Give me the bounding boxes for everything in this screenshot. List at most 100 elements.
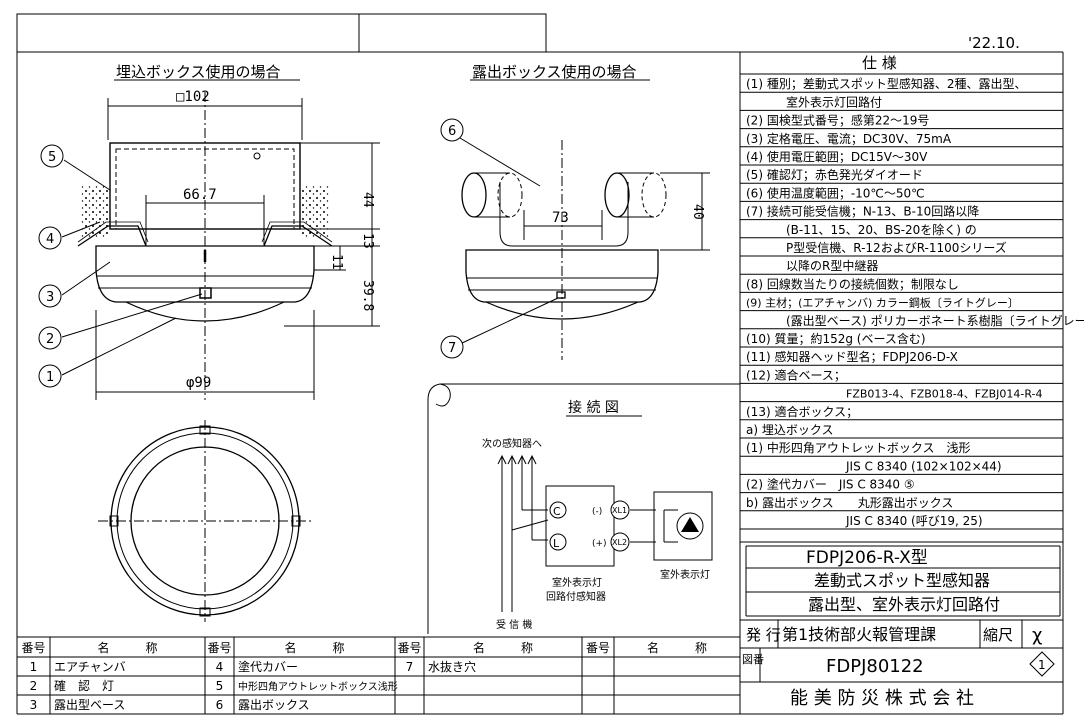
svg-text:2: 2	[46, 332, 54, 347]
surface-box-drawing	[459, 137, 710, 360]
spec-line: (4) 使用電圧範囲；DC15V～30V	[746, 149, 928, 164]
spec-line: (1) 種別；差動式スポット型感知器、2種、露出型、	[746, 76, 1026, 91]
parts-cell: 2	[30, 679, 38, 693]
spec-table-grid	[740, 73, 1063, 530]
parts-header: 名 称	[97, 640, 157, 655]
spec-line: (3) 定格電圧、電流；DC30V、75mA	[746, 131, 952, 146]
svg-text:4: 4	[46, 232, 54, 247]
spec-line: (8) 回線数当たりの接続個数；制限なし	[746, 276, 959, 291]
parts-cell: 中形四角アウトレットボックス浅形	[238, 680, 398, 693]
spec-line: (6) 使用温度範囲；-10℃～50℃	[746, 185, 925, 200]
spec-line: (露出型ベース) ポリカーボネート系樹脂〔ライトグレー〕	[786, 313, 1084, 328]
wiring-diagram-frame	[427, 383, 740, 634]
svg-text:XL2: XL2	[612, 538, 627, 547]
dim-66-7: 66.7	[183, 187, 217, 203]
dim-phi-99: φ99	[186, 375, 211, 391]
parts-cell: 7	[406, 660, 414, 674]
product-name: 差動式スポット型感知器	[814, 571, 990, 590]
callout-1: 1	[38, 364, 62, 388]
terminal-l: L	[549, 533, 567, 551]
spec-line: 室外表示灯回路付	[786, 94, 882, 109]
lamp-label: 室外表示灯	[660, 568, 710, 581]
parts-cell: 水抜き穴	[428, 659, 476, 674]
detector-label-1: 室外表示灯	[552, 576, 602, 589]
dim-13: 13	[360, 233, 375, 249]
terminal-plus: (+)	[592, 539, 607, 549]
spec-line: (5) 確認灯；赤色発光ダイオード	[746, 167, 923, 182]
parts-cell: 3	[30, 698, 38, 712]
wiring-lines	[497, 454, 713, 612]
spec-line: (7) 接続可能受信機；N-13、B-10回路以降	[746, 204, 979, 219]
parts-header: 番号	[586, 641, 610, 655]
parts-cell: 1	[30, 660, 38, 674]
svg-text:3: 3	[46, 290, 54, 305]
callouts-left: 5 4 3 2 1	[38, 144, 64, 388]
terminal-xl1: XL1	[610, 500, 630, 520]
parts-header: 番号	[21, 641, 45, 655]
drawing-number: FDPJ80122	[826, 656, 924, 677]
next-detector-label: 次の感知器へ	[482, 437, 542, 450]
spec-line: b) 露出ボックス 丸形露出ボックス	[746, 496, 953, 510]
wall-hatching-left	[80, 186, 108, 238]
svg-text:1: 1	[1038, 658, 1046, 672]
dim-40: 40	[690, 204, 705, 220]
svg-text:7: 7	[448, 341, 456, 356]
scale-label: 縮尺	[983, 626, 1013, 644]
scale-value: χ	[1032, 625, 1042, 646]
dim-11: 11	[329, 254, 344, 270]
receiver-label: 受 信 機	[496, 618, 532, 631]
title-block-grid	[740, 541, 1063, 683]
spec-line: (1) 中形四角アウトレットボックス 浅形	[746, 440, 970, 455]
callout-2: 2	[38, 326, 62, 350]
spec-line: (13) 適合ボックス；	[746, 404, 858, 419]
issuing-dept: 第1技術部火報管理課	[782, 625, 936, 644]
wall-hatching-right	[302, 186, 330, 238]
svg-text:1: 1	[46, 370, 54, 385]
revision-mark: 1	[1029, 651, 1055, 677]
parts-cell: 6	[216, 698, 224, 712]
svg-text:XL1: XL1	[612, 506, 627, 515]
company-name: 能 美 防 災 株 式 会 社	[790, 688, 974, 709]
spec-lines: (1) 種別；差動式スポット型感知器、2種、露出型、室外表示灯回路付(2) 国検…	[746, 76, 1084, 528]
header-strip	[16, 13, 1063, 53]
spec-line: 以降のR型中継器	[786, 258, 878, 273]
parts-cell: 4	[216, 660, 224, 674]
terminal-xl2: XL2	[610, 532, 630, 552]
surface-view-title: 露出ボックス使用の場合	[472, 63, 637, 81]
drawing-date: '22.10.	[968, 34, 1020, 52]
lamp-icon	[676, 512, 704, 540]
terminal-minus: (-)	[592, 507, 602, 517]
callout-4: 4	[38, 226, 62, 250]
parts-cell: 露出ボックス	[238, 698, 310, 712]
parts-header: 番号	[207, 641, 231, 655]
drawing-no-label: 図番	[742, 653, 764, 666]
spec-line: (9) 主材；(エアチャンバ) カラー鋼板〔ライトグレー〕	[746, 296, 1019, 310]
parts-table-grid	[16, 636, 741, 715]
callout-3: 3	[38, 284, 62, 308]
parts-header: 番号	[397, 641, 421, 655]
dim-102: □102	[176, 89, 210, 105]
wiring-title: 接 続 図	[568, 399, 619, 416]
bottom-view-drawing	[98, 420, 312, 622]
svg-text:5: 5	[48, 150, 56, 165]
flush-box-drawing	[61, 92, 380, 400]
svg-text:C: C	[553, 505, 561, 518]
spec-line: a) 埋込ボックス	[746, 423, 834, 437]
parts-cell: 露出型ベース	[54, 698, 125, 712]
product-desc: 露出型、室外表示灯回路付	[808, 595, 1000, 614]
parts-header: 名 称	[473, 640, 533, 655]
parts-header: 名 称	[284, 640, 344, 655]
dim-39-8: 39.8	[360, 280, 375, 311]
spec-line: (11) 感知器ヘッド型名；FDPJ206-D-X	[746, 349, 958, 364]
spec-line: JIS C 8340 (102×102×44)	[845, 459, 1002, 473]
spec-title: 仕 様	[862, 54, 897, 72]
parts-header: 名 称	[647, 640, 707, 655]
terminal-c: C	[549, 501, 567, 519]
issue-label: 発 行	[746, 626, 781, 644]
model-name: FDPJ206-R-X型	[806, 548, 928, 568]
dim-73: 73	[552, 210, 569, 226]
parts-cell: 5	[216, 679, 224, 693]
spec-line: FZB013-4、FZB018-4、FZBJ014-R-4	[846, 388, 1043, 401]
